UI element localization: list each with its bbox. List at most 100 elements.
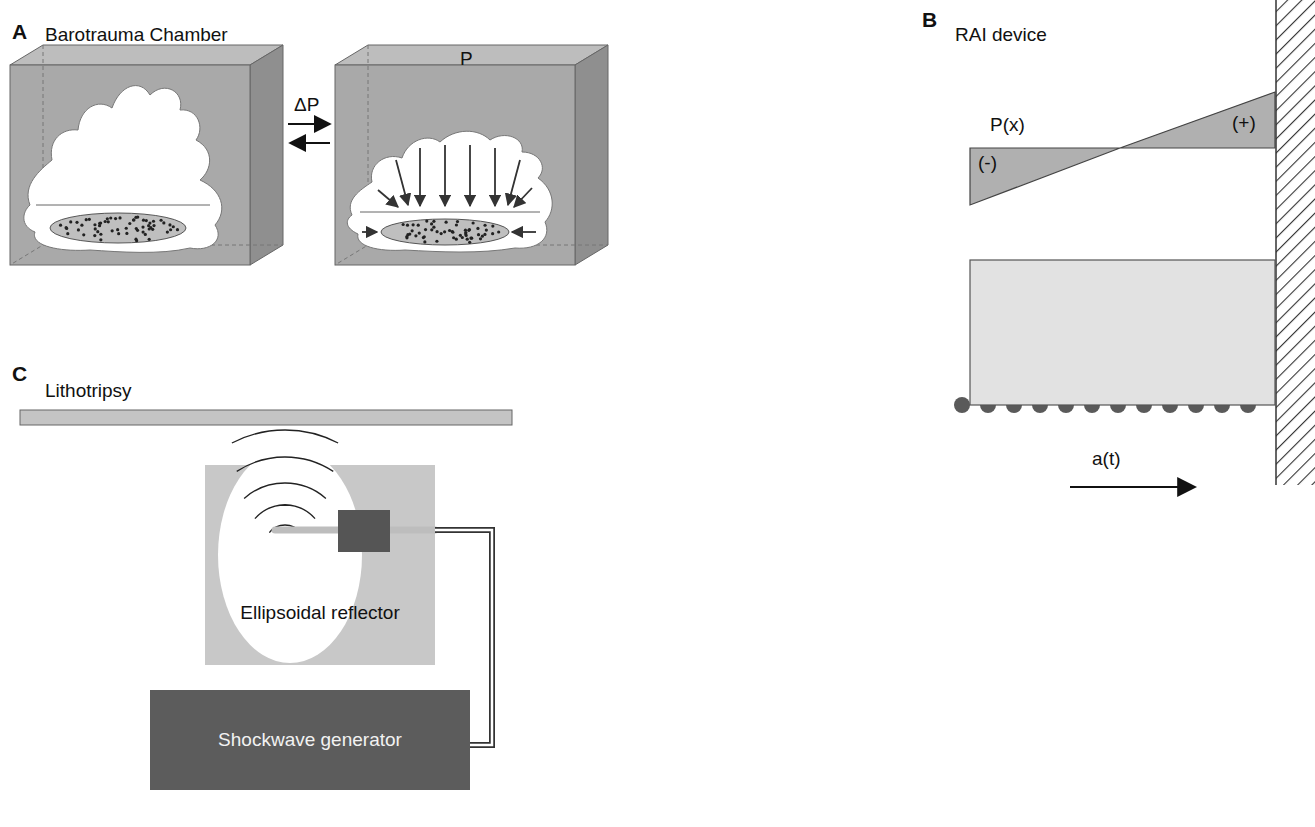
cell-dot [85, 218, 88, 221]
cell-dot [423, 235, 426, 238]
cell-dot [483, 224, 486, 227]
wavefront [244, 483, 326, 498]
cell-dot [168, 223, 171, 226]
cell-dot [144, 233, 147, 236]
cell-dot [425, 219, 428, 222]
panel-title: Lithotripsy [45, 380, 132, 402]
cell-dot [106, 217, 109, 220]
sign-label: (-) [978, 152, 997, 174]
cell-dot [114, 217, 117, 220]
cell-dot [430, 228, 433, 231]
cell-dot [66, 232, 69, 235]
cell-dots [402, 219, 501, 243]
cell-dot [132, 218, 135, 221]
cell-dot [476, 227, 479, 230]
cell-dot [481, 235, 484, 238]
cell-dot [93, 234, 96, 237]
cell-dot [109, 216, 112, 219]
cell-dot [141, 225, 144, 228]
cell-dot [82, 233, 85, 236]
cell-dot [64, 226, 67, 229]
electrode-holder [338, 510, 390, 552]
reflector-box: Ellipsoidal reflector [205, 465, 435, 665]
cell-dot [464, 229, 467, 232]
pressure-change-arrows [288, 124, 330, 143]
cell-dot [432, 220, 435, 223]
cell-dot [142, 219, 145, 222]
panel-letter: C [12, 362, 27, 386]
cell-dot [59, 224, 62, 227]
cell-dot [125, 227, 128, 230]
chamber-right [335, 45, 608, 265]
cell-dot [93, 223, 96, 226]
cell-dot [99, 238, 102, 241]
acceleration-arrow [1070, 486, 1195, 488]
cell-dot [65, 227, 68, 230]
chamber-left [10, 45, 283, 265]
cell-dot [472, 221, 475, 224]
cell-dot [166, 230, 169, 233]
cell-dot [141, 230, 144, 233]
cell-dot [467, 229, 470, 232]
cell-dot [408, 233, 411, 236]
cell-dot [147, 224, 150, 227]
cell-dot [455, 238, 458, 241]
cell-dot [443, 230, 446, 233]
cell-dot [169, 228, 172, 231]
wall-hatching [1276, 0, 1315, 485]
cell-dot [468, 241, 471, 244]
cell-dot [136, 215, 139, 218]
wavefront [232, 430, 338, 443]
cell-dot [162, 221, 165, 224]
cell-dot [455, 223, 458, 226]
cell-dot [116, 228, 119, 231]
cell-dot [469, 236, 472, 239]
cell-dot [477, 233, 480, 236]
cell-dot [176, 228, 179, 231]
cell-dot [491, 224, 494, 227]
node-text: Shockwave generator [218, 729, 402, 752]
cell-dot [448, 229, 451, 232]
cell-dot [418, 231, 421, 234]
cell-dot [451, 231, 454, 234]
positive-pressure [1120, 92, 1275, 148]
cell-dot [423, 240, 426, 243]
cell-dot [424, 228, 427, 231]
cell-dot [430, 222, 433, 225]
cell-dot [172, 225, 175, 228]
cell-dot [132, 218, 135, 221]
cell-dot [485, 228, 488, 231]
cell-dot [459, 234, 462, 237]
cell-dot [432, 226, 435, 229]
cell-dot [470, 237, 473, 240]
target-plate [20, 410, 512, 425]
wheel [954, 397, 970, 413]
cell-dot [135, 227, 138, 230]
cell-dot [479, 237, 482, 240]
shock-wavefronts [232, 430, 338, 533]
cell-dot [75, 221, 78, 224]
panel-letter: A [12, 20, 27, 44]
cell-dot [456, 220, 459, 223]
acceleration-label: a(t) [1092, 448, 1121, 470]
sign-label: (+) [1232, 112, 1256, 134]
pressure-change-label: ΔP [294, 94, 319, 116]
cell-dot [152, 224, 155, 227]
cell-dot [440, 232, 443, 235]
cell-dot [96, 230, 99, 233]
panel-title: Barotrauma Chamber [45, 24, 228, 46]
cell-dot [466, 238, 469, 241]
cell-dot [88, 218, 91, 221]
cell-dot [402, 223, 405, 226]
panel-title: RAI device [955, 24, 1047, 46]
cell-dot [159, 219, 162, 222]
cell-dot [128, 222, 131, 225]
cell-dot [412, 223, 415, 226]
cell-dot [99, 233, 102, 236]
cell-dot [69, 220, 72, 223]
cell-dot [104, 220, 107, 223]
wavefront [237, 457, 333, 471]
generator-box: Shockwave generator [150, 690, 470, 790]
cell-dot [406, 224, 409, 227]
cell-dot [445, 221, 448, 224]
